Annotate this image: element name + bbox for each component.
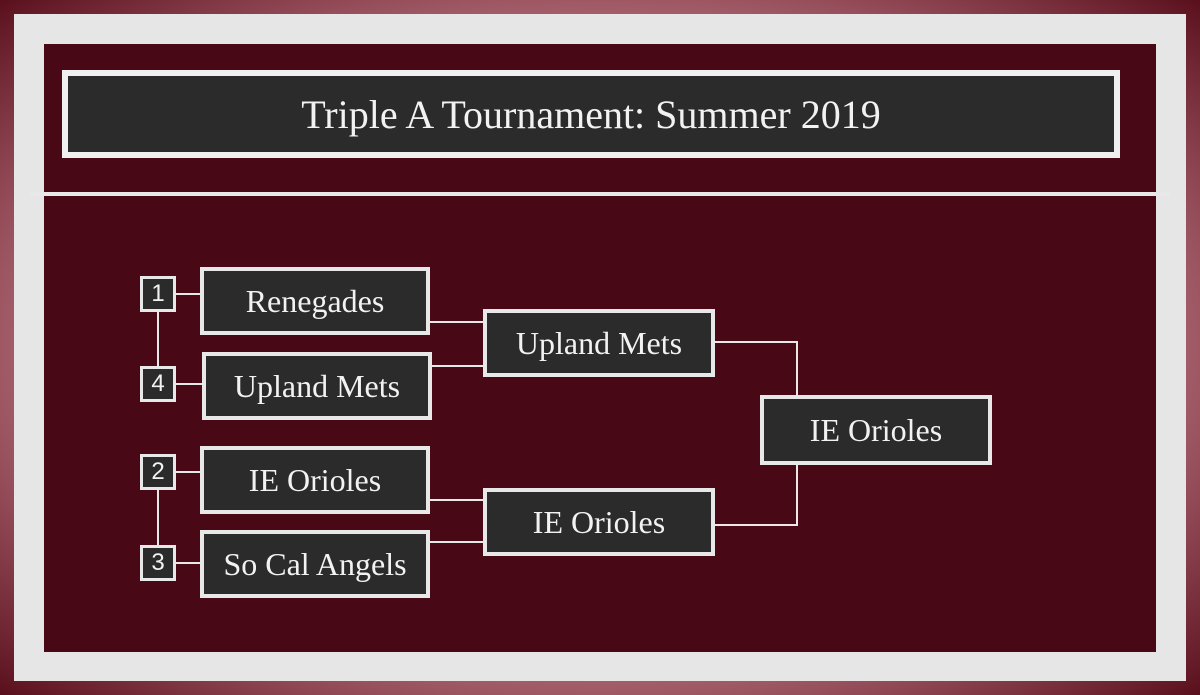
team-box-upland-mets: Upland Mets	[202, 352, 432, 420]
team-box-renegades: Renegades	[200, 267, 430, 335]
seed-badge-2: 2	[140, 454, 176, 490]
seed-badge-4: 4	[140, 366, 176, 402]
champion-box: IE Orioles	[760, 395, 992, 465]
title-banner: Triple A Tournament: Summer 2019	[62, 70, 1120, 158]
semifinal-box-2: IE Orioles	[483, 488, 715, 556]
page-title: Triple A Tournament: Summer 2019	[301, 91, 881, 137]
divider-line	[30, 192, 1170, 196]
team-box-so-cal-angels: So Cal Angels	[200, 530, 430, 598]
semifinal-1-connector	[715, 341, 798, 398]
team-box-ie-orioles: IE Orioles	[200, 446, 430, 514]
seed-badge-3: 3	[140, 545, 176, 581]
semifinal-2-connector	[715, 462, 798, 526]
seed-badge-1: 1	[140, 276, 176, 312]
semifinal-box-1: Upland Mets	[483, 309, 715, 377]
